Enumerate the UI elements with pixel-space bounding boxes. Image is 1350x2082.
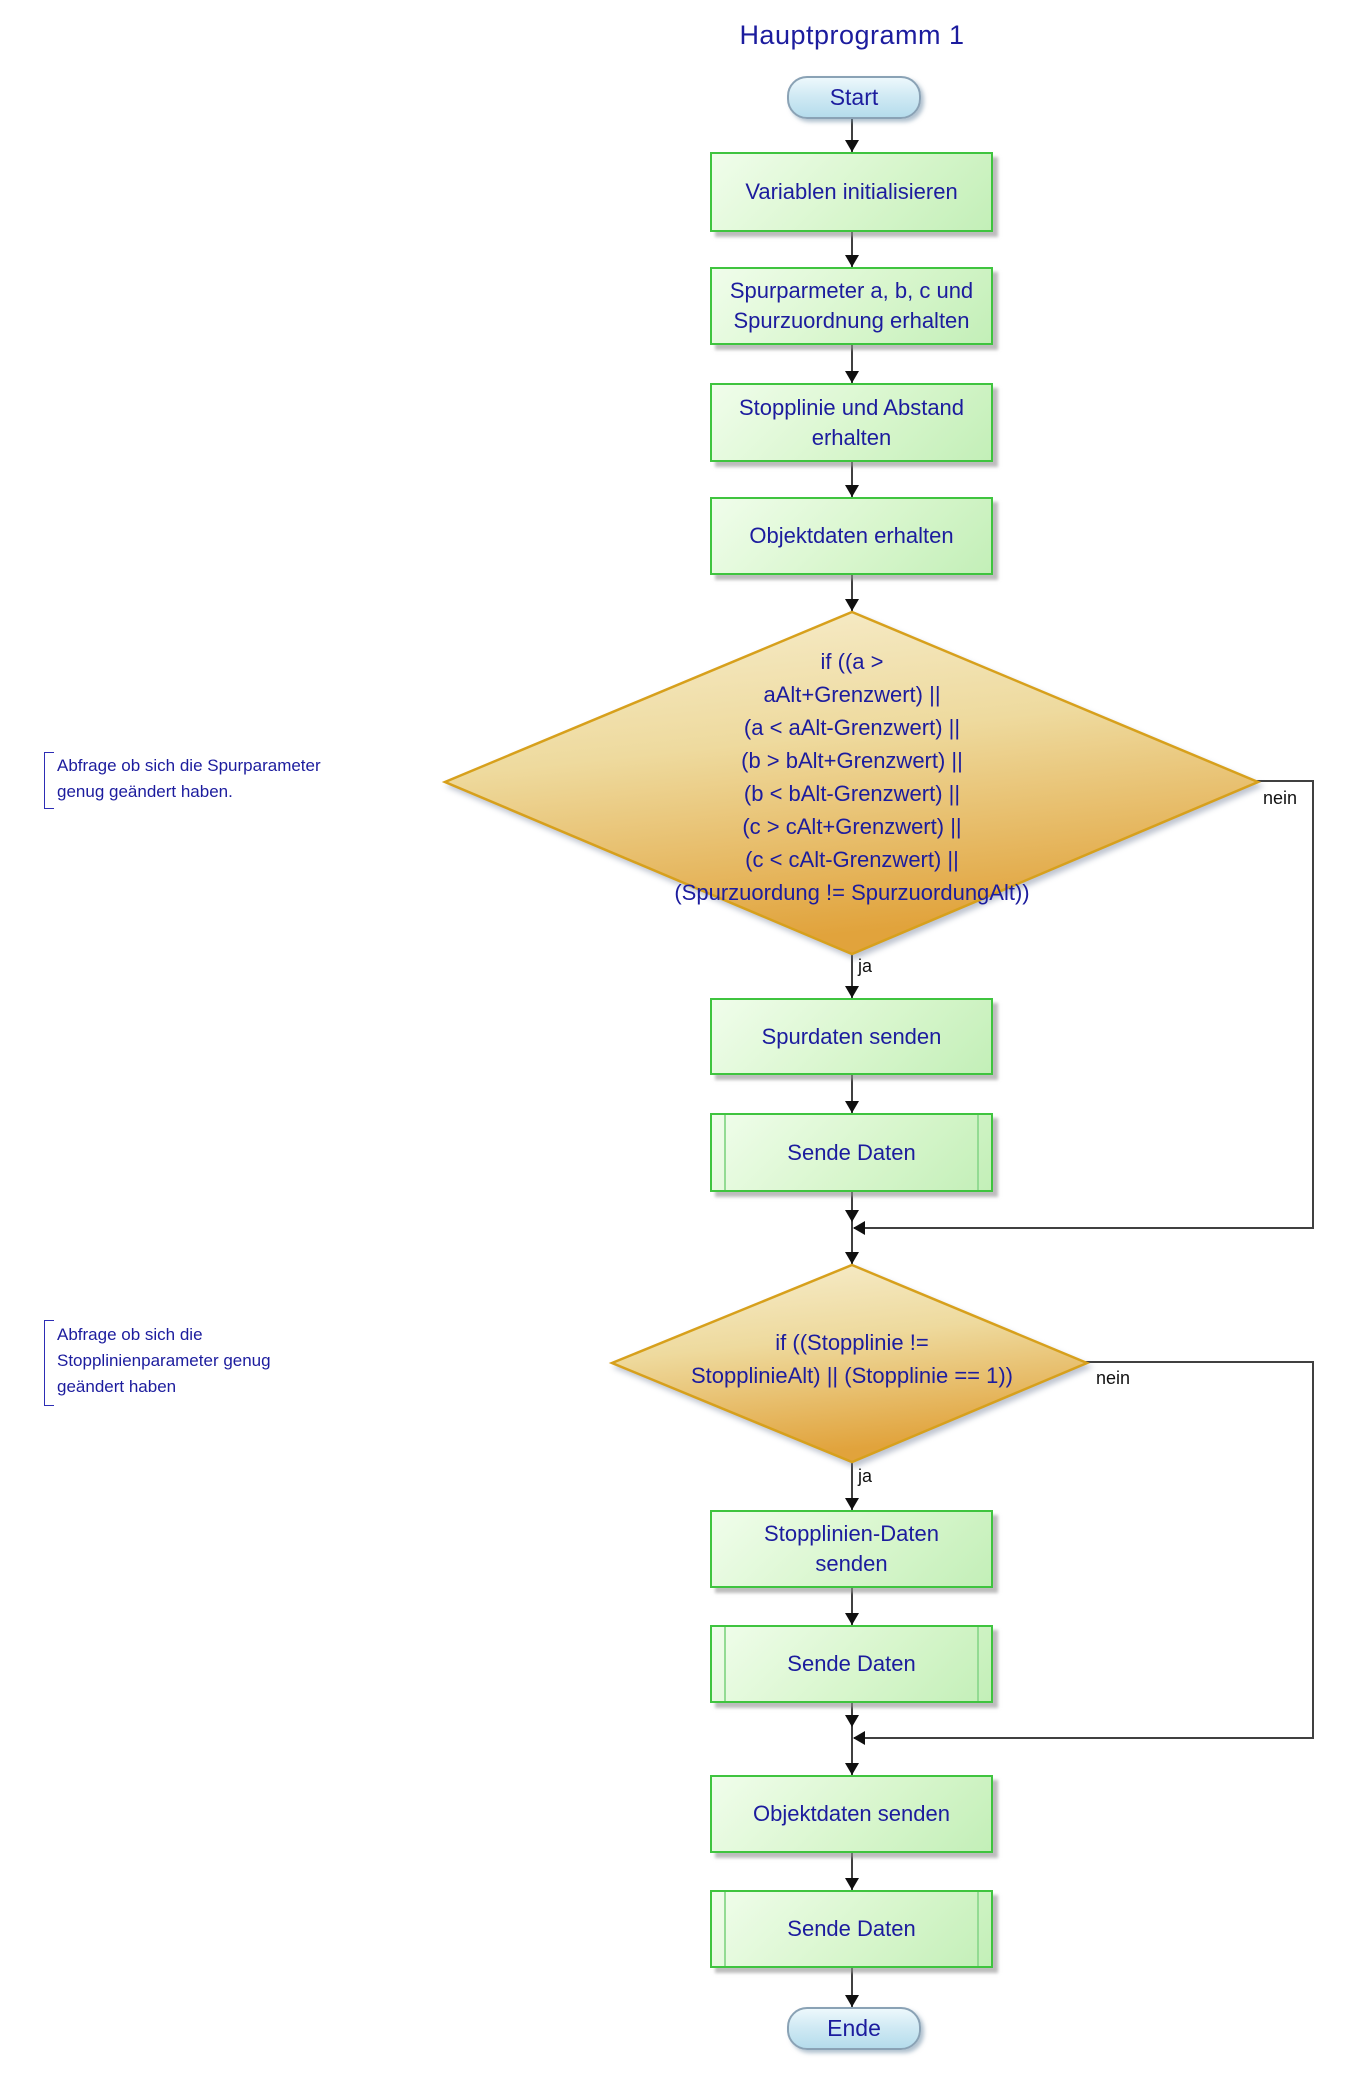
terminal-start: Start xyxy=(787,76,921,119)
process-spurparameter-erhalten: Spurparmeter a, b, c und Spurzuordnung e… xyxy=(710,267,993,345)
predefined-process-sende-daten-2: Sende Daten xyxy=(710,1625,993,1703)
process-label-line: Spurdaten senden xyxy=(761,1023,942,1049)
arrowhead-icon xyxy=(845,371,859,383)
connector-line xyxy=(851,1588,853,1625)
connector-line xyxy=(851,1853,853,1890)
decision-label-line: aAlt+Grenzwert) || xyxy=(763,682,941,707)
arrowhead-icon xyxy=(845,1878,859,1890)
connector-line xyxy=(851,1703,853,1775)
arrowhead-icon xyxy=(845,1252,859,1264)
annotation-line: genug geändert haben. xyxy=(57,782,233,801)
annotation-bracket xyxy=(44,1320,54,1406)
connector-line xyxy=(851,1075,853,1113)
process-objektdaten-senden: Objektdaten senden xyxy=(710,1775,993,1853)
connector-line xyxy=(1085,1361,1314,1363)
arrowhead-icon xyxy=(845,986,859,998)
annotation-bracket xyxy=(44,752,54,809)
arrowhead-icon xyxy=(845,255,859,267)
decision-stopplinie-label: if ((Stopplinie != StopplinieAlt) || (St… xyxy=(522,1326,1182,1392)
terminal-end: Ende xyxy=(787,2007,921,2050)
decision-label-line: if ((Stopplinie != xyxy=(775,1330,929,1355)
arrowhead-icon xyxy=(845,1613,859,1625)
connector-line xyxy=(1312,780,1314,1229)
predefined-process-sende-daten-1: Sende Daten xyxy=(710,1113,993,1192)
decision-label-line: StopplinieAlt) || (Stopplinie == 1)) xyxy=(690,1363,1014,1388)
arrowhead-icon xyxy=(853,1731,865,1745)
annotation-spurparameter: Abfrage ob sich die Spurparameter genug … xyxy=(57,753,321,805)
process-label-line: senden xyxy=(815,1551,888,1576)
arrowhead-icon xyxy=(845,1715,859,1727)
connector-line xyxy=(851,462,853,497)
arrowhead-icon xyxy=(853,1221,865,1235)
annotation-stopplinienparameter: Abfrage ob sich die Stopplinienparameter… xyxy=(57,1322,271,1400)
connector-line xyxy=(851,115,853,152)
terminal-end-label: Ende xyxy=(827,2015,881,2041)
annotation-line: Stopplinienparameter genug xyxy=(57,1351,271,1370)
connector-line xyxy=(1256,780,1314,782)
arrowhead-icon xyxy=(845,485,859,497)
process-stopplinien-daten-senden: Stopplinien-Daten senden xyxy=(710,1510,993,1588)
process-label-line: Sende Daten xyxy=(787,1139,916,1165)
process-label-line: Spurzuordnung erhalten xyxy=(733,308,970,333)
arrowhead-icon xyxy=(845,1995,859,2007)
process-objektdaten-erhalten: Objektdaten erhalten xyxy=(710,497,993,575)
process-label-line: Objektdaten senden xyxy=(753,1801,950,1826)
connector-line xyxy=(851,1192,853,1265)
diagram-title: Hauptprogramm 1 xyxy=(739,20,965,50)
connector-line xyxy=(851,345,853,383)
connector-line xyxy=(1312,1361,1314,1739)
arrowhead-icon xyxy=(845,1101,859,1113)
decision-label-line: (Spurzuordung != SpurzuordungAlt)) xyxy=(674,880,1030,905)
decision-label-line: if ((a > xyxy=(820,649,884,674)
connector-line xyxy=(854,1227,1314,1229)
process-variablen-initialisieren: Variablen initialisieren xyxy=(710,152,993,232)
decision-label-line: (c > cAlt+Grenzwert) || xyxy=(742,814,962,839)
predefined-process-sende-daten-3: Sende Daten xyxy=(710,1890,993,1968)
decision-label-line: (b < bAlt-Grenzwert) || xyxy=(743,781,961,806)
decision-label-line: (b > bAlt+Grenzwert) || xyxy=(741,748,963,773)
process-label-line: Stopplinien-Daten xyxy=(764,1521,939,1546)
arrowhead-icon xyxy=(845,1763,859,1775)
decision-label-line: (c < cAlt-Grenzwert) || xyxy=(745,847,959,872)
arrowhead-icon xyxy=(845,1498,859,1510)
process-label-line: Variablen initialisieren xyxy=(745,179,958,204)
connector-line xyxy=(851,1462,853,1510)
annotation-line: geändert haben xyxy=(57,1377,177,1396)
process-label-line: Stopplinie und Abstand xyxy=(738,394,965,420)
process-label-line: Objektdaten erhalten xyxy=(749,523,954,548)
decision-spurparameter-label: if ((a > aAlt+Grenzwert) || (a < aAlt-Gr… xyxy=(522,645,1182,909)
process-label-line: Spurparmeter a, b, c und xyxy=(729,278,974,303)
decision-spurparameter-shape xyxy=(441,610,1262,956)
edge-label-ja-2: ja xyxy=(858,1466,873,1486)
arrowhead-icon xyxy=(845,1210,859,1222)
connector-line xyxy=(851,1968,853,2007)
decision-label-line: (a < aAlt-Grenzwert) || xyxy=(743,715,961,740)
process-label-line: Sende Daten xyxy=(787,1651,916,1676)
annotation-line: Abfrage ob sich die xyxy=(57,1325,203,1344)
arrowhead-icon xyxy=(845,140,859,152)
process-label-line: Sende Daten xyxy=(787,1916,916,1941)
decision-stopplinie-shape xyxy=(608,1263,1091,1464)
edge-label-ja-1: ja xyxy=(858,956,873,976)
arrowhead-icon xyxy=(845,599,859,611)
process-spurdaten-senden: Spurdaten senden xyxy=(710,998,993,1075)
annotation-line: Abfrage ob sich die Spurparameter xyxy=(57,756,321,775)
edge-label-nein-1: nein xyxy=(1263,788,1298,808)
connector-line xyxy=(851,952,853,998)
connector-line xyxy=(851,575,853,612)
process-stopplinie-erhalten: Stopplinie und Abstand erhalten xyxy=(710,383,993,462)
terminal-start-label: Start xyxy=(829,84,879,110)
process-label-line: erhalten xyxy=(811,424,892,450)
connector-line xyxy=(854,1737,1314,1739)
edge-label-nein-2: nein xyxy=(1096,1368,1131,1388)
connector-line xyxy=(851,232,853,267)
